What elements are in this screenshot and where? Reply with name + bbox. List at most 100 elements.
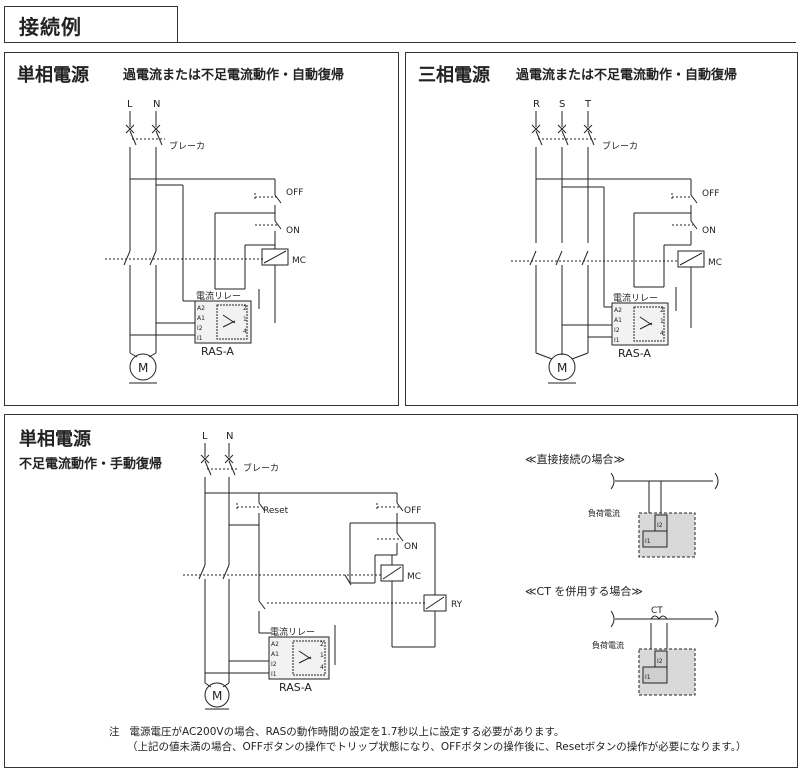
panel2-breaker-label: ブレーカ [602,140,638,152]
panel3-relay-box [268,636,330,680]
panel3-motor-label: M [212,689,222,703]
panel3-on-label: ON [404,542,418,552]
panel2-term-i1: I1 [614,337,620,344]
note-mark: 注 [109,726,120,738]
panel3-ct-term-i2: I2 [657,658,663,665]
header-rule [4,42,796,43]
panel3-direct-inset [610,472,719,558]
panel2-term-2: 2 [660,307,664,314]
panel3-off-switch [376,502,404,523]
panel1-on-label: ON [286,226,300,236]
panel1-term-i1: I1 [197,335,203,342]
panel1-off-switch [254,193,282,213]
panel3-term-a2: A2 [271,641,279,648]
panel3-mc-label: MC [407,572,421,582]
panel3-subtitle: 不足電流動作・手動復帰 [19,457,163,472]
panel3-main-contacts [183,564,381,683]
panel2-title: 三相電源 [418,65,490,86]
panel1-term-4: 4 [243,328,247,335]
note-text-2: （上記の値未満の場合、OFFボタンの操作でトリップ状態になり、OFFボタンの操作… [127,741,747,753]
panel3-on-switch [377,523,404,555]
panel1-breaker-symbol [125,111,165,243]
panel3-direct-title: ≪直接接続の場合≫ [525,452,625,466]
panel2-main-contacts [511,250,678,353]
panel3-ct-title: ≪CT を併用する場合≫ [525,584,643,598]
note-line-1: 注 電源電圧がAC200Vの場合、RASの動作時間の設定を1.7秒以上に設定する… [109,725,564,740]
panel2-mc-label: MC [708,258,722,268]
panel3-relay-model: RAS-A [279,681,312,694]
panel1-term-2: 2 [243,305,247,312]
panel1-relay-title: 電流リレー [196,290,241,302]
panel-three-phase-auto: 三相電源 過電流または不足電流動作・自動復帰 R S T ブレーカ [405,52,798,406]
panel1-mc-label: MC [292,256,306,266]
panel1-relay-box [194,300,252,344]
panel1-circuit: L N ブレーカ OFF [105,99,306,384]
panel1-off-label: OFF [286,188,303,198]
panel1-term-a1: A1 [197,315,205,322]
panel3-off-label: OFF [404,506,421,516]
panel3-term-2: 2 [320,641,324,648]
panel2-term-a2: A2 [614,307,622,314]
panel2-term-a1: A1 [614,317,622,324]
panel1-term-i2: I2 [197,325,203,332]
panel3-direct-load: 負荷電流 [588,508,620,518]
panel3-breaker-label: ブレーカ [243,462,279,474]
panel2-motor-label: M [557,361,567,375]
panel2-label-r: R [533,99,540,110]
panel3-label-l: L [202,431,208,442]
panel2-circuit: R S T ブレーカ OFF [511,99,722,384]
panel2-term-4: 4 [660,330,664,337]
panel3-direct-term-i2: I2 [657,522,663,529]
panel3-term-i2: I2 [271,661,277,668]
panel1-main-contacts [105,243,265,315]
panel3-term-4: 4 [320,664,324,671]
panel-single-phase-manual: 単相電源 不足電流動作・手動復帰 L N ブレーカ Reset [4,414,798,768]
panel3-breaker-symbol [200,443,239,565]
panel3-term-1: 1 [320,652,324,659]
panel2-off-switch [671,193,698,213]
panel2-term-i2: I2 [614,327,620,334]
note-line-2: （上記の値未満の場合、OFFボタンの操作でトリップ状態になり、OFFボタンの操作… [127,740,746,755]
page-title: 接続例 [19,15,82,39]
panel3-circuit: L N ブレーカ Reset [183,431,719,710]
panel2-relay-model: RAS-A [618,347,651,360]
panel2-label-t: T [584,99,592,110]
panel1-title: 単相電源 [17,65,89,86]
panel2-term-1: 1 [660,318,664,325]
panel3-term-i1: I1 [271,671,277,678]
panel1-term-1: 1 [243,316,247,323]
panel3-reset-switch [236,502,266,525]
panel1-relay-model: RAS-A [201,345,234,358]
panel3-relay-title: 電流リレー [270,626,315,638]
panel3-ct-label: CT [651,606,663,616]
panel3-label-n: N [226,431,233,442]
panel3-ct-inset [610,610,719,696]
panel3-motor [204,682,230,708]
panel3-direct-term-i1: I1 [645,538,651,545]
panel3-title: 単相電源 [19,429,91,450]
panel2-relay-title: 電流リレー [613,292,658,304]
panel3-term-a1: A1 [271,651,279,658]
panel1-motor-label: M [138,361,148,375]
panel1-breaker-label: ブレーカ [169,140,205,152]
panel3-ry-label: RY [451,600,463,610]
panel1-term-a2: A2 [197,305,205,312]
header-tab: 接続例 [4,6,178,43]
panel3-ct-load: 負荷電流 [592,640,624,650]
panel2-relay-box [611,302,669,346]
panel2-on-switch [672,213,698,245]
panel2-off-label: OFF [702,189,719,199]
panel2-breaker-symbol [531,111,598,243]
panel1-on-switch [255,220,282,245]
panel2-motor [548,353,576,381]
panel3-ct-term-i1: I1 [645,674,651,681]
panel3-reset-label: Reset [263,506,289,516]
note-text-1: 電源電圧がAC200Vの場合、RASの動作時間の設定を1.7秒以上に設定する必要… [129,726,565,738]
panel-single-phase-auto: 単相電源 過電流または不足電流動作・自動復帰 L N ブレーカ [4,52,399,406]
panel1-motor [129,353,157,381]
panel2-label-s: S [559,99,565,110]
panel2-subtitle: 過電流または不足電流動作・自動復帰 [516,68,738,83]
panel2-on-label: ON [702,226,716,236]
panel1-label-l: L [127,99,133,110]
